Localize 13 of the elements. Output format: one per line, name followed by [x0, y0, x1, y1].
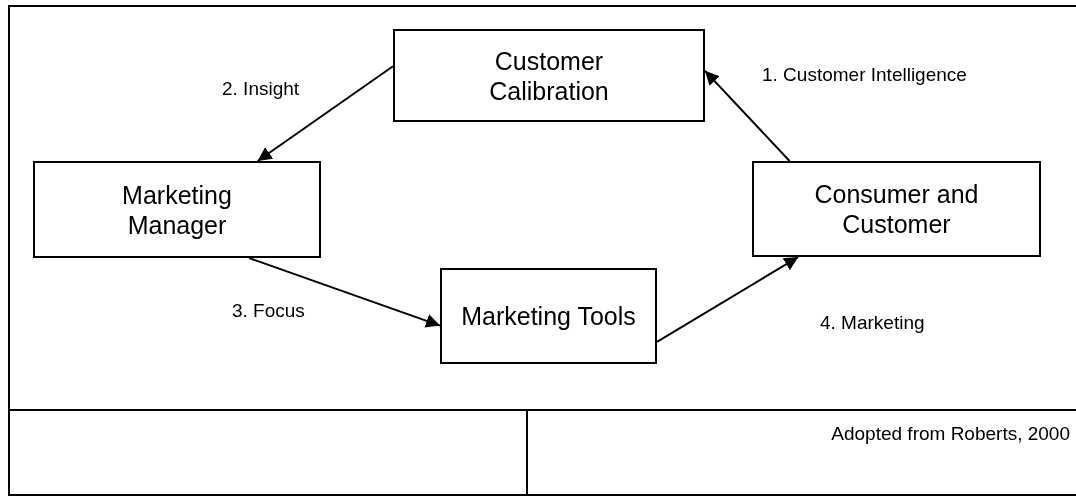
box-label: Customer Calibration	[488, 45, 610, 106]
arrow	[248, 257, 441, 328]
arrow	[704, 69, 791, 162]
process-box	[752, 161, 1041, 257]
process-box	[33, 161, 321, 258]
arrow	[656, 256, 800, 343]
process-box	[393, 29, 705, 122]
box-label: Marketing Tools	[461, 301, 636, 331]
source-note: Adopted from Roberts, 2000	[831, 423, 1070, 445]
box-label: Marketing Manager	[121, 179, 233, 240]
process-box	[440, 268, 657, 364]
arrow	[256, 65, 394, 162]
box-label: Consumer and Customer	[813, 179, 980, 239]
